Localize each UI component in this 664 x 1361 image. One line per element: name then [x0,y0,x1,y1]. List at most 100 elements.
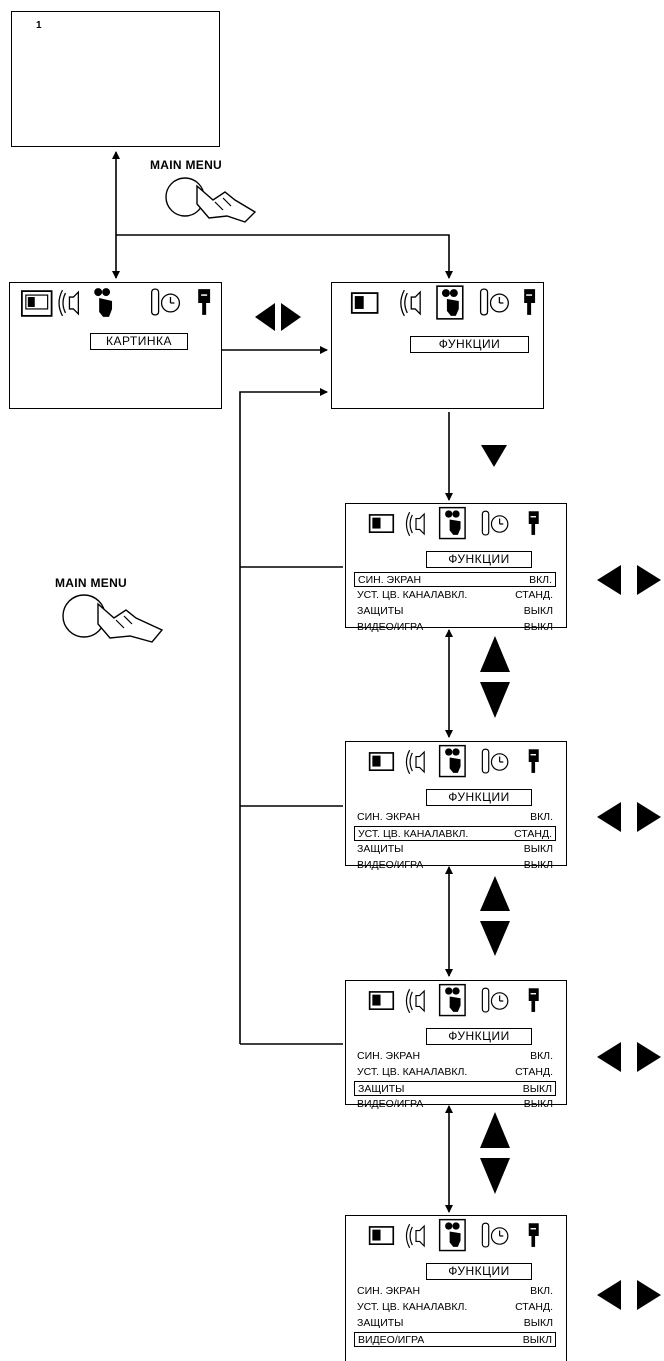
monitor-icon[interactable] [370,515,394,532]
menu-item-label: УСТ. ЦВ. КАНАЛАВКЛ. [358,827,468,841]
speaker-icon[interactable] [406,512,424,536]
menu-title-functions[interactable]: ФУНКЦИИ [426,789,532,806]
menu-item-row[interactable]: ВИДЕО/ИГРА ВЫКЛ [354,1097,556,1112]
speaker-icon[interactable] [406,989,424,1013]
menu-item-row[interactable]: СИН. ЭКРАН ВКЛ. [354,572,556,587]
menu-item-row[interactable]: УСТ. ЦВ. КАНАЛАВКЛ. СТАНД. [354,1300,556,1315]
hand-icon[interactable] [440,746,465,777]
menu-item-label: ЗАЩИТЫ [357,842,403,856]
menu-item-value: ВКЛ. [530,810,553,824]
plug-icon[interactable] [524,289,535,315]
up-down-arrows-icon [480,876,510,956]
menu-item-label: ВИДЕО/ИГРА [357,1097,423,1111]
menu-item-value: ВЫКЛ [524,842,553,856]
clock-icon[interactable] [482,511,507,535]
menu-item-row[interactable]: СИН. ЭКРАН ВКЛ. [354,810,556,825]
speaker-icon[interactable] [406,1224,424,1248]
main-menu-label: MAIN MENU [55,576,127,590]
monitor-icon[interactable] [352,293,378,313]
menu-item-value: ВЫКЛ [523,1082,552,1096]
speaker-icon[interactable] [406,750,424,774]
function-menu-screen-1: ФУНКЦИИ СИН. ЭКРАН ВКЛ.УСТ. ЦВ. КАНАЛАВКЛ.… [345,503,567,628]
left-right-arrows-icon [597,1042,661,1072]
hand-icon[interactable] [440,985,465,1016]
tab-functions[interactable]: ФУНКЦИИ [410,336,529,353]
monitor-icon[interactable] [370,992,394,1009]
main-menu-label: MAIN MENU [150,158,222,172]
menu-item-value: ВЫКЛ [523,1333,552,1347]
plug-icon[interactable] [529,749,539,773]
down-arrow-icon [481,445,507,467]
menu-item-label: ЗАЩИТЫ [357,1316,403,1330]
plug-icon[interactable] [529,511,539,535]
hand-icon[interactable] [437,286,463,319]
menu-item-value: ВКЛ. [530,1049,553,1063]
speaker-icon[interactable] [401,290,420,316]
menu-item-label: СИН. ЭКРАН [358,573,421,587]
function-menu-screen-3: ФУНКЦИИ СИН. ЭКРАН ВКЛ. УСТ. ЦВ. КАНАЛАВКЛ.… [345,980,567,1105]
left-right-arrows-icon [597,1280,661,1310]
menu-item-label: ВИДЕО/ИГРА [357,620,423,634]
menu-title-functions[interactable]: ФУНКЦИИ [426,1028,532,1045]
tv-screen-picture-menu: КАРТИНКА [9,282,222,409]
menu-item-row[interactable]: ЗАЩИТЫ ВЫКЛ [354,604,556,619]
menu-item-label: СИН. ЭКРАН [357,1049,420,1063]
menu-item-row[interactable]: СИН. ЭКРАН ВКЛ. [354,1049,556,1064]
menu-item-value: ВКЛ. [529,573,552,587]
clock-icon[interactable] [152,289,180,315]
left-right-arrows-icon [597,802,661,832]
clock-icon[interactable] [481,289,509,315]
clock-icon[interactable] [482,749,507,773]
menu-item-row[interactable]: ЗАЩИТЫ ВЫКЛ [354,842,556,857]
monitor-icon[interactable] [370,1227,394,1244]
up-down-arrows-icon [480,1112,510,1194]
menu-item-label: ЗАЩИТЫ [357,604,403,618]
menu-item-value: ВЫКЛ [524,858,553,872]
menu-item-label: СИН. ЭКРАН [357,1284,420,1298]
hand-icon[interactable] [440,1220,465,1251]
menu-item-row[interactable]: ЗАЩИТЫ ВЫКЛ [354,1081,556,1096]
plug-icon[interactable] [529,988,539,1012]
hand-icon[interactable] [94,288,112,317]
hand-icon[interactable] [440,508,465,539]
pressing-hand-icon[interactable] [58,592,168,644]
tab-picture[interactable]: КАРТИНКА [90,333,188,350]
menu-item-label: УСТ. ЦВ. КАНАЛАВКЛ. [357,1300,467,1314]
menu-item-row[interactable]: УСТ. ЦВ. КАНАЛАВКЛ.СТАНД. [354,588,556,603]
menu-item-value: СТАНД. [515,588,553,602]
menu-item-value: СТАНД. [514,827,552,841]
up-down-arrows-icon [480,636,510,718]
menu-title-functions[interactable]: ФУНКЦИИ [426,1263,532,1280]
menu-item-value: ВЫКЛ [524,1097,553,1111]
menu-item-value: СТАНД. [515,1065,553,1079]
left-right-arrows-icon [597,565,661,595]
plug-icon[interactable] [529,1223,539,1247]
menu-item-label: СИН. ЭКРАН [357,810,420,824]
menu-item-row[interactable]: ВИДЕО/ИГРА ВЫКЛ [354,620,556,635]
menu-item-value: ВЫКЛ [524,620,553,634]
speaker-icon[interactable] [59,290,78,316]
left-right-arrows-icon [255,303,301,331]
menu-item-row[interactable]: УСТ. ЦВ. КАНАЛАВКЛ. СТАНД. [354,1065,556,1080]
clock-icon[interactable] [482,1223,507,1247]
menu-item-row[interactable]: ЗАЩИТЫ ВЫКЛ [354,1316,556,1331]
clock-icon[interactable] [482,988,507,1012]
tv-screen-blank: 1 [11,11,220,147]
menu-title-functions[interactable]: ФУНКЦИИ [426,551,532,568]
plug-icon[interactable] [198,289,210,315]
monitor-icon[interactable] [22,291,52,316]
menu-item-row[interactable]: УСТ. ЦВ. КАНАЛАВКЛ. СТАНД. [354,826,556,841]
tv-screen-functions-tab: ФУНКЦИИ [331,282,544,409]
menu-item-label: УСТ. ЦВ. КАНАЛАВКЛ. [357,1065,467,1079]
menu-item-value: ВЫКЛ [524,604,553,618]
monitor-icon[interactable] [370,753,394,770]
pressing-hand-icon[interactable] [163,174,259,224]
menu-item-value: СТАНД. [515,1300,553,1314]
menu-item-value: ВЫКЛ [524,1316,553,1330]
menu-item-label: ЗАЩИТЫ [358,1082,404,1096]
